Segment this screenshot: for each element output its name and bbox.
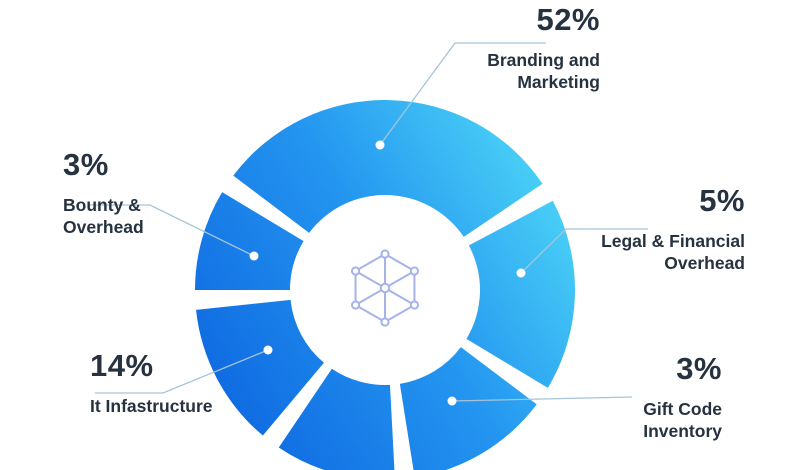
pct-bounty-overhead: 3% (63, 147, 109, 182)
donut-slice-branding-and (233, 99, 543, 237)
label-branding-marketing: Branding and Marketing (487, 50, 600, 92)
anchor-dot-gift-code (447, 396, 457, 406)
leader-line-it-infastructure (95, 349, 269, 394)
label-group-gift-code: 3% Gift Code Inventory (643, 351, 722, 442)
pct-branding-marketing: 52% (536, 2, 600, 37)
label-it-infrastructure: It Infastructure (90, 396, 213, 416)
donut-slice-bounty (195, 192, 304, 290)
anchor-dot-branding-and (375, 140, 385, 150)
leader-line-gift-code (451, 396, 633, 402)
donut-slice-legal-financial (466, 200, 576, 388)
label-gift-code: Gift Code Inventory (643, 399, 722, 441)
anchor-dot-bounty (249, 251, 259, 261)
label-group-legal-financial: 5% Legal & Financial Overhead (601, 183, 745, 274)
donut-slice-unlabeled (278, 368, 395, 470)
donut-slice-gift-code (399, 347, 537, 470)
label-group-branding-marketing: 52% Branding and Marketing (487, 2, 600, 93)
pct-legal-financial: 5% (699, 183, 745, 218)
label-legal-financial: Legal & Financial Overhead (601, 231, 745, 273)
pct-gift-code: 3% (676, 351, 722, 386)
leader-line-bounty (88, 204, 255, 257)
blockchain-cube-icon (350, 249, 420, 327)
donut-slice-it-infastructure (196, 299, 324, 436)
anchor-dot-legal-financial (516, 268, 526, 278)
anchor-dot-it-infastructure (263, 345, 273, 355)
label-group-it-infrastructure: 14% It Infastructure (90, 348, 213, 417)
leader-line-branding-and (379, 42, 546, 146)
label-group-bounty-overhead: 3% Bounty & Overhead (63, 147, 144, 238)
label-bounty-overhead: Bounty & Overhead (63, 195, 144, 237)
pct-it-infrastructure: 14% (90, 348, 154, 383)
leader-line-legal-financial (520, 228, 648, 274)
